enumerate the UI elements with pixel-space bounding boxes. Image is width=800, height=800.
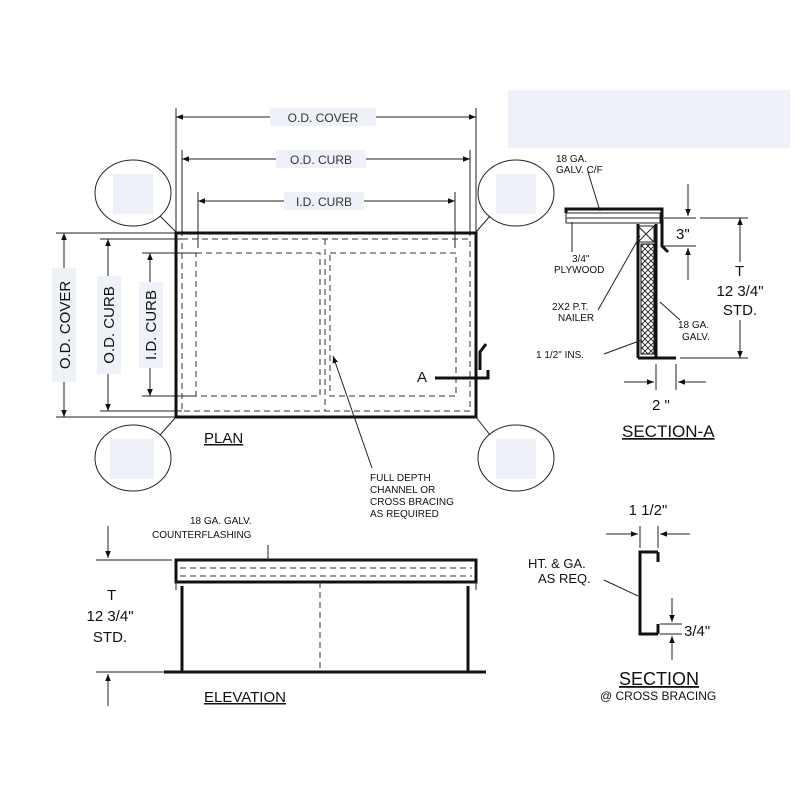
sec-a-galv-2: GALV. [682, 332, 710, 343]
cross-section-subtitle: @ CROSS BRACING [600, 689, 716, 703]
section-a-view: 18 GA. GALV. C/F 3/4" PLYWOOD 2X2 P.T. N… [536, 154, 764, 441]
cross-bracing-note-3: CROSS BRACING [370, 497, 454, 508]
cross-dim-lip: 3/4" [684, 623, 710, 640]
elev-label-2: COUNTERFLASHING [152, 530, 252, 541]
section-a-marker: A [417, 369, 427, 386]
sec-a-galv-1: 18 GA. [678, 320, 709, 331]
plan-view: O.D. COVER O.D. CURB I.D. CURB O.D. COVE… [52, 108, 555, 520]
sec-a-nailer-2: NAILER [558, 313, 594, 324]
cross-section-title: SECTION [619, 669, 699, 689]
sec-a-dim-t: T [735, 263, 744, 280]
elevation-title: ELEVATION [204, 689, 286, 706]
cross-bracing-note-4: AS REQUIRED [370, 509, 439, 520]
dim-od-curb-top: O.D. CURB [290, 153, 352, 167]
sec-a-insulation: 1 1/2" INS. [536, 350, 584, 361]
sec-a-galv-cf-1: 18 GA. [556, 154, 587, 165]
sec-a-dim-2in: 2 " [652, 397, 670, 414]
sec-a-nailer-1: 2X2 P.T. [552, 302, 589, 313]
dim-id-curb-left: I.D. CURB [143, 290, 160, 360]
elev-dim-t-std: STD. [93, 629, 127, 646]
elev-dim-t-value: 12 3/4" [86, 608, 133, 625]
blank-title-pad [508, 90, 790, 148]
dim-od-curb-left: O.D. CURB [101, 286, 118, 364]
dim-od-cover-top: O.D. COVER [288, 111, 359, 125]
sec-a-galv-cf-2: GALV. C/F [556, 165, 603, 176]
cross-label-2: AS REQ. [538, 571, 591, 586]
cross-bracing-note-2: CHANNEL OR [370, 485, 435, 496]
plan-title: PLAN [204, 430, 243, 447]
sec-a-dim-t-std: STD. [723, 302, 757, 319]
sec-a-dim-t-value: 12 3/4" [716, 283, 763, 300]
elevation-view: 18 GA. GALV. COUNTERFLASHING T 12 3/4" S… [86, 516, 486, 706]
elev-label-1: 18 GA. GALV. [190, 516, 252, 527]
dim-id-curb-top: I.D. CURB [296, 195, 352, 209]
cross-label-1: HT. & GA. [528, 556, 586, 571]
cross-dim-width: 1 1/2" [629, 502, 668, 519]
sec-a-plywood-2: PLYWOOD [554, 265, 604, 276]
dim-od-cover-left: O.D. COVER [57, 281, 74, 370]
section-a-title: SECTION-A [622, 422, 715, 441]
cross-bracing-note-1: FULL DEPTH [370, 473, 431, 484]
elev-dim-t: T [107, 587, 116, 604]
cross-bracing-section: 1 1/2" HT. & GA. AS REQ. 3/4" SECTION @ … [528, 502, 716, 703]
sec-a-dim-3in: 3" [676, 226, 690, 243]
sec-a-plywood-1: 3/4" [572, 254, 590, 265]
